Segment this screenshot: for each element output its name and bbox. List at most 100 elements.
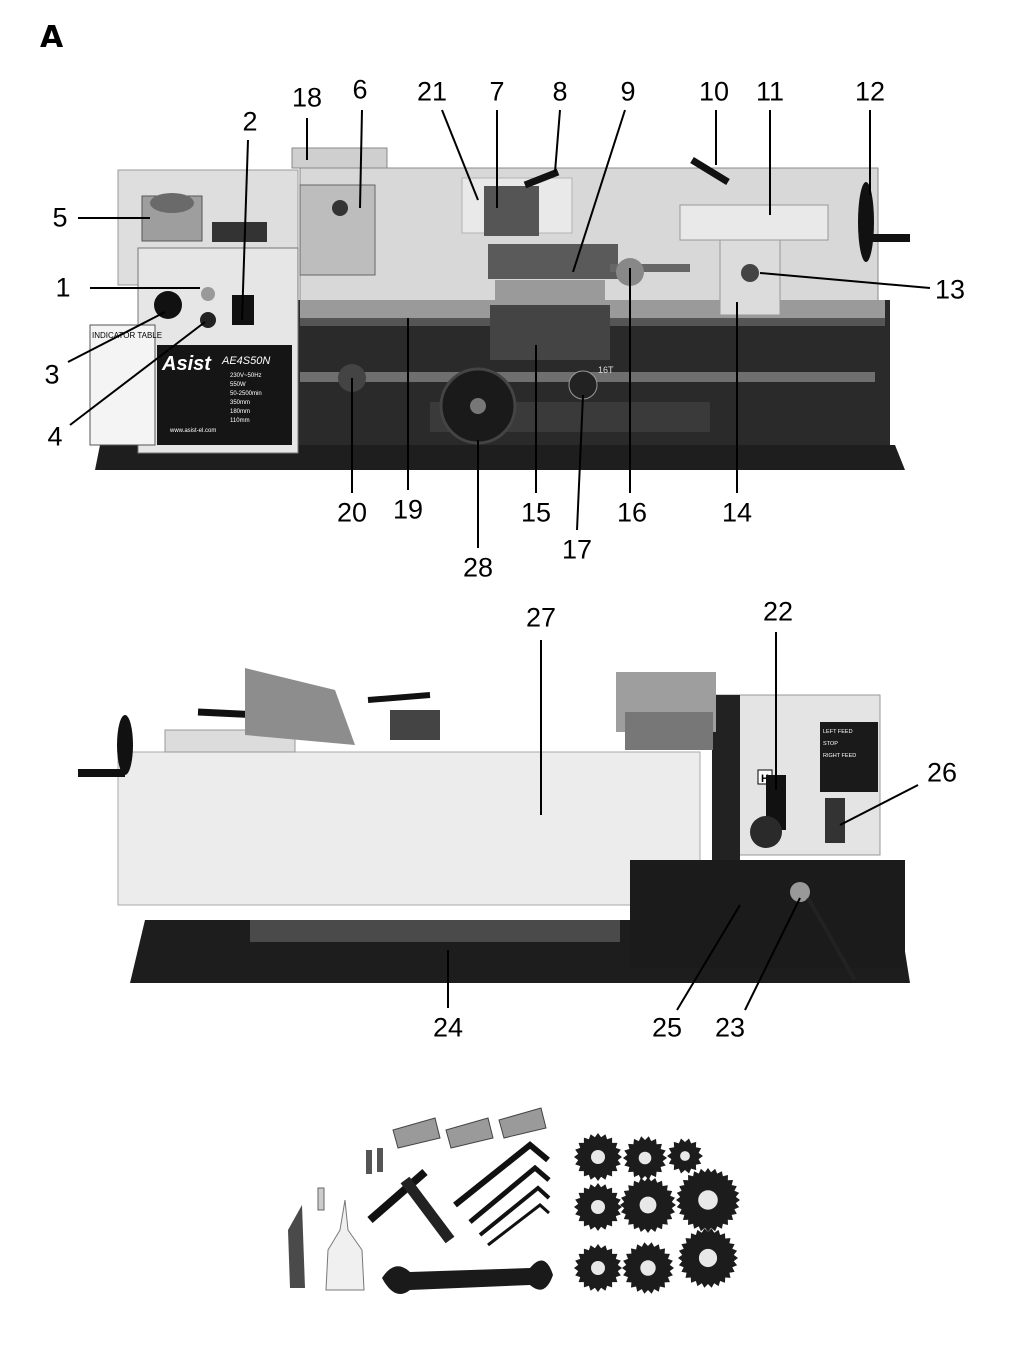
rear-cover	[117, 751, 701, 906]
callout-21: 21	[416, 76, 448, 107]
callout-20: 20	[336, 497, 368, 528]
callout-3: 3	[44, 359, 60, 390]
fuse	[317, 1187, 325, 1211]
leader-line-21	[441, 109, 479, 201]
chuck-jaw-2	[445, 1117, 494, 1149]
callout-19: 19	[392, 494, 424, 525]
leader-line-26	[839, 784, 919, 826]
hex-key-3	[478, 1185, 551, 1237]
callout-12: 12	[854, 76, 886, 107]
tailstock-lever	[690, 157, 730, 185]
callout-28: 28	[462, 552, 494, 583]
change-gear-3	[667, 1138, 703, 1174]
callout-27: 27	[525, 602, 557, 633]
callout-22: 22	[762, 596, 794, 627]
callout-1: 1	[55, 272, 71, 303]
rear-tool-post-handle	[367, 692, 431, 703]
handwheel-hub	[470, 398, 486, 414]
rear-bed-underside	[250, 920, 620, 942]
chuck-jaw	[332, 200, 348, 216]
fwd-rev-switch	[200, 312, 216, 328]
nameplate-website: www.asist-el.com	[169, 428, 216, 434]
nameplate-speed: 50-2500min	[230, 391, 262, 397]
rear-tool-post	[390, 710, 440, 740]
lever-letter: H	[761, 773, 769, 785]
change-gear-8	[622, 1242, 674, 1294]
chuck-jaw-1	[392, 1117, 441, 1149]
cable-gland	[790, 882, 810, 902]
nameplate-dim-2: 180mm	[230, 409, 250, 415]
chuck-key-shaft	[400, 1176, 455, 1244]
callout-8: 8	[552, 76, 568, 107]
compound-scale	[495, 280, 605, 305]
nameplate-model: AE4S50N	[221, 355, 270, 367]
lathe-rear-view: LEFT FEED STOP RIGHT FEED H	[78, 668, 910, 983]
chuck-key-handle	[367, 1168, 428, 1224]
change-gear-1	[574, 1133, 622, 1181]
lathe-front-view: INDICATOR TABLE Asist AE4S50N 230V~50Hz …	[89, 147, 910, 470]
leader-line-23	[744, 897, 801, 1011]
callout-26: 26	[926, 757, 958, 788]
tool-post	[484, 186, 539, 236]
callout-9: 9	[620, 76, 636, 107]
callout-15: 15	[520, 497, 552, 528]
callout-13: 13	[934, 274, 966, 305]
nameplate-voltage: 230V~50Hz	[230, 373, 262, 379]
tailstock-quill	[679, 204, 829, 241]
oil-can	[325, 1199, 365, 1291]
cross-slide	[488, 244, 618, 279]
leader-line-25	[676, 904, 741, 1011]
speed-display	[212, 222, 267, 242]
half-nut-lever	[568, 370, 598, 400]
change-gear-9	[678, 1228, 738, 1288]
gear-label: 16T	[598, 365, 614, 375]
nameplate-dim-1: 350mm	[230, 400, 250, 406]
leader-lines	[67, 109, 931, 1011]
callout-14: 14	[721, 497, 753, 528]
nameplate-dim-3: 110mm	[230, 418, 250, 424]
tool-post-handle	[523, 168, 560, 189]
hex-key-4	[487, 1203, 550, 1247]
motor-housing	[630, 860, 905, 968]
open-end-wrench	[382, 1260, 553, 1294]
nameplate	[157, 345, 292, 445]
callout-11: 11	[755, 76, 785, 107]
chuck	[299, 184, 376, 276]
callout-4: 4	[47, 421, 63, 452]
hex-key-1	[453, 1141, 550, 1208]
chuck-guard	[291, 147, 388, 169]
figure-letter: A	[40, 20, 64, 55]
callout-5: 5	[52, 202, 68, 233]
callout-23: 23	[714, 1012, 746, 1043]
leader-line-6	[359, 109, 363, 209]
callout-17: 17	[561, 534, 593, 565]
indicator-light	[201, 287, 215, 301]
callout-10: 10	[698, 76, 730, 107]
feed-right-label: RIGHT FEED	[823, 753, 856, 759]
leader-line-13	[759, 272, 931, 289]
rear-chuck	[625, 712, 713, 750]
feed-stop-label: STOP	[823, 741, 838, 747]
callout-7: 7	[489, 76, 505, 107]
rear-switch-panel	[712, 695, 740, 860]
pin-1	[366, 1150, 372, 1174]
leader-line-9	[572, 109, 626, 273]
indicator-table-title: INDICATOR TABLE	[92, 331, 162, 340]
speed-knob	[154, 291, 182, 319]
nameplate-power: 550W	[230, 382, 246, 388]
chuck-jaw-3	[498, 1107, 547, 1139]
callout-6: 6	[352, 74, 368, 105]
rear-tailstock-wheel	[117, 715, 133, 775]
emergency-stop-button	[150, 193, 194, 213]
callout-18: 18	[291, 82, 323, 113]
tailstock-lock	[741, 264, 759, 282]
leader-line-2	[241, 139, 249, 321]
change-gear-5	[620, 1177, 676, 1233]
leader-line-17	[576, 394, 584, 531]
feed-label-plate	[820, 722, 878, 792]
power-cable	[806, 897, 857, 981]
apron	[490, 305, 610, 360]
nameplate-brand: Asist	[161, 353, 212, 375]
